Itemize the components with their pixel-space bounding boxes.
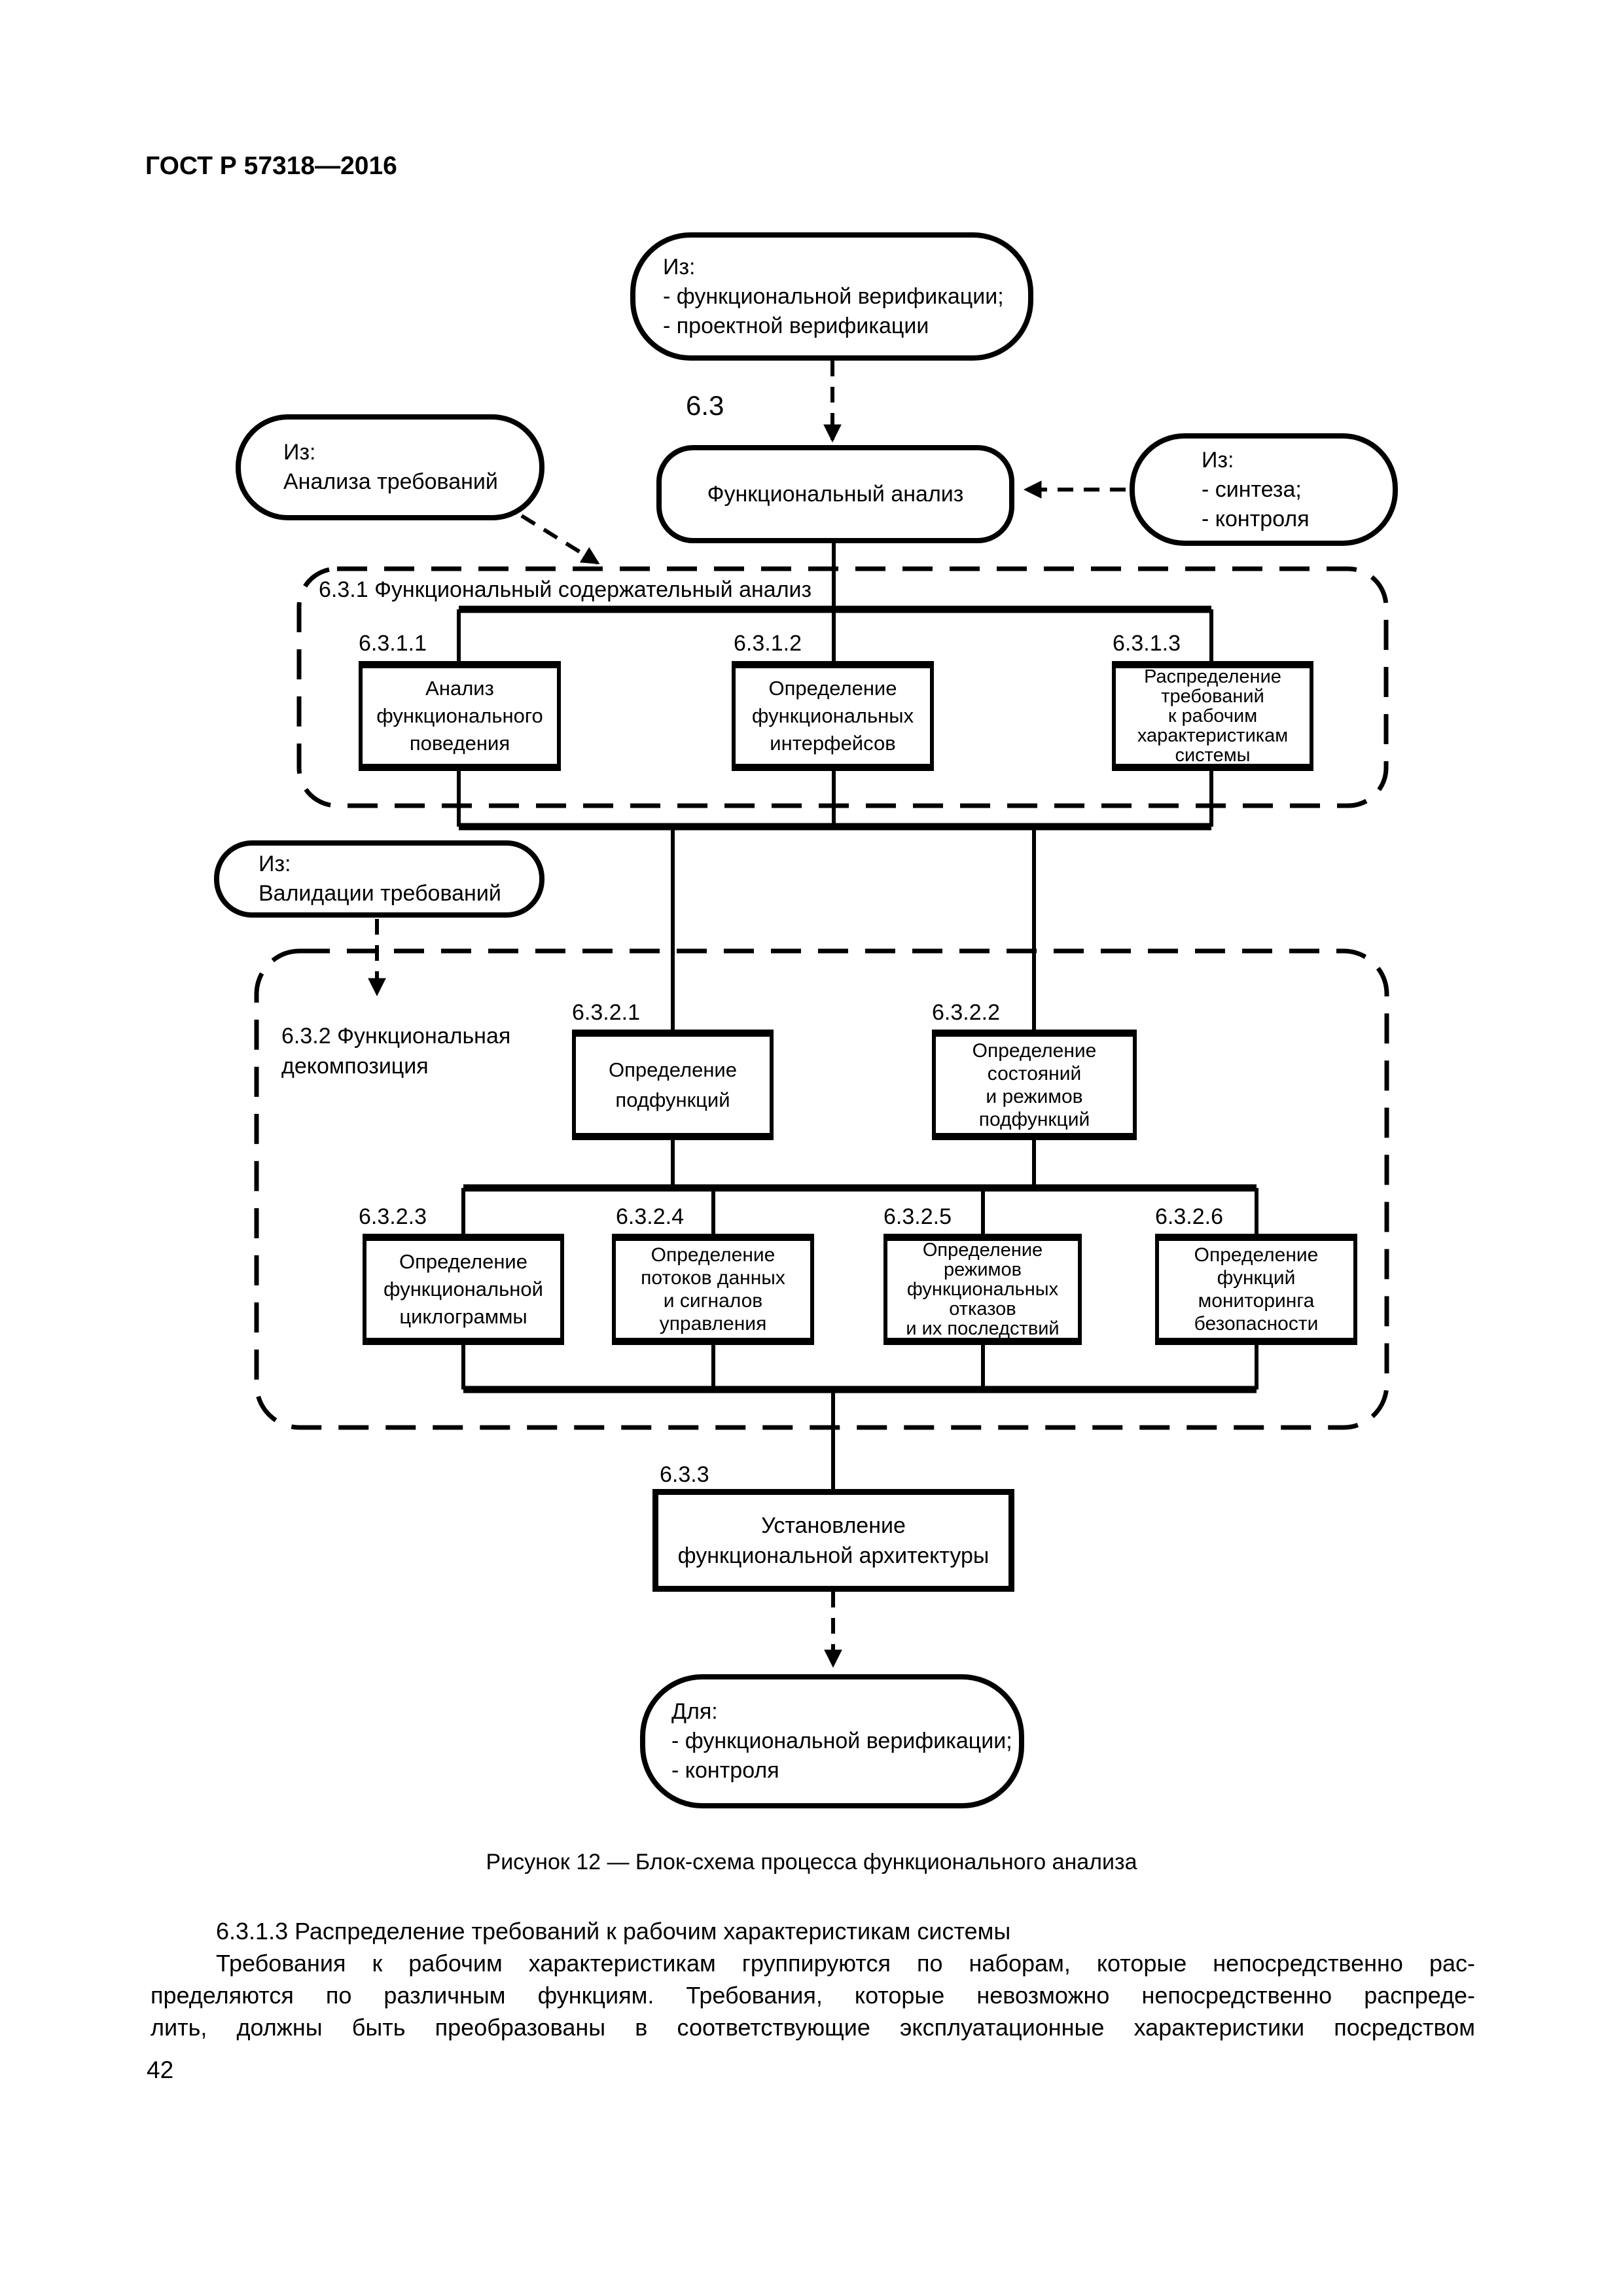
box-functional-cyclogram: Определение функциональной циклограммы	[363, 1234, 564, 1345]
text-line: подфункций	[615, 1088, 730, 1111]
terminal-from-requirements-analysis: Из: Анализа требований	[236, 414, 544, 520]
document-header: ГОСТ Р 57318—2016	[145, 152, 397, 180]
text-line: интерфейсов	[770, 732, 896, 755]
body-line: Требования к рабочим характеристикам гру…	[216, 1950, 1475, 1977]
label-6-3-2-2: 6.3.2.2	[932, 1000, 1000, 1025]
text-line: к рабочим	[1168, 706, 1258, 726]
text-line: Из:	[1202, 447, 1234, 473]
text-line: отказов	[949, 1299, 1016, 1319]
group-632-border	[254, 948, 1389, 1430]
dashed-arrows	[368, 361, 1126, 1668]
text-line: - синтеза;	[1202, 476, 1302, 502]
body-subheading: 6.3.1.3 Распределение требований к рабоч…	[216, 1918, 1011, 1945]
text-line: и их последствий	[906, 1318, 1060, 1339]
label-6-3-2-6: 6.3.2.6	[1155, 1204, 1223, 1229]
page-number: 42	[147, 2056, 174, 2083]
text-line: Распределение	[1144, 666, 1281, 687]
label-6-3-2-3: 6.3.2.3	[359, 1204, 427, 1229]
terminal-to-verification-control: Для: - функциональной верификации; - контр…	[640, 1674, 1024, 1808]
text-line: функциональной архитектуры	[677, 1543, 990, 1568]
text-line: функционального	[376, 704, 543, 727]
box-functional-interfaces: Определение функциональных интерфейсов	[732, 661, 934, 771]
text-line: характеристикам	[1137, 725, 1289, 746]
text-line: Определение	[1194, 1244, 1319, 1266]
group-631-label: 6.3.1 Функциональный содержательный анал…	[319, 577, 812, 602]
text-line: и режимов	[986, 1085, 1083, 1107]
process-functional-analysis: Функциональный анализ	[656, 445, 1014, 543]
text-line: Определение	[651, 1244, 776, 1266]
text-line: Определение	[922, 1240, 1043, 1261]
label-6-3-2-5: 6.3.2.5	[883, 1204, 952, 1229]
text-line: Валидации требований	[259, 881, 501, 906]
text-line: Для:	[671, 1699, 718, 1724]
box-behavior-analysis: Анализ функционального поведения	[359, 661, 561, 771]
label-6-3: 6.3	[686, 390, 724, 421]
text-line: Из:	[259, 852, 291, 876]
text-line: безопасности	[1194, 1313, 1319, 1335]
label-6-3-1-1: 6.3.1.1	[359, 631, 427, 656]
text-line: Из:	[283, 440, 316, 465]
figure-caption: Рисунок 12 — Блок-схема процесса функцио…	[486, 1850, 1137, 1874]
text-line: функциональной	[383, 1278, 543, 1300]
label-6-3-3: 6.3.3	[660, 1462, 709, 1487]
text-line: функций	[1217, 1267, 1296, 1289]
label-6-3-1-3: 6.3.1.3	[1113, 631, 1181, 656]
text-line: Определение	[768, 677, 897, 700]
text-line: - функциональной верификации;	[663, 283, 1004, 309]
text-line: и сигналов	[663, 1290, 763, 1312]
text-line: 6.3.2 Функциональная	[281, 1024, 511, 1049]
text-line: функциональных	[751, 704, 914, 727]
group-632-label: 6.3.2 Функциональная декомпозиция	[281, 1021, 510, 1081]
text-line: Анализ	[425, 677, 494, 700]
text-line: потоков данных	[641, 1267, 785, 1289]
text-line: режимов	[943, 1259, 1022, 1280]
terminal-from-requirements-validation: Из: Валидации требований	[214, 840, 544, 918]
terminal-from-synthesis-control: Из: - синтеза; - контроля	[1130, 433, 1398, 546]
text-line: - функциональной верификации;	[671, 1729, 1012, 1753]
text-line: Определение	[972, 1039, 1097, 1062]
box-functional-architecture: Установление функциональной архитектуры	[652, 1489, 1014, 1592]
text-line: мониторинга	[1198, 1290, 1315, 1312]
box-subfunctions-definition: Определение подфункций	[572, 1030, 774, 1140]
text-line: - контроля	[1202, 506, 1310, 531]
text-line: требований	[1161, 686, 1264, 707]
text-line: системы	[1175, 745, 1251, 766]
terminal-from-verifications: Из: - функциональной верификации; - проект…	[630, 232, 1033, 361]
text-line: - контроля	[671, 1758, 779, 1783]
text-line: состояний	[987, 1062, 1082, 1085]
text-line: Определение	[399, 1250, 527, 1273]
text-line: декомпозиция	[281, 1054, 429, 1079]
group-631-border	[296, 566, 1389, 808]
text-line: управления	[659, 1313, 767, 1335]
text-line: подфункций	[978, 1108, 1090, 1130]
body-line: лить, должны быть преобразованы в соотве…	[151, 2014, 1475, 2041]
text-line: поведения	[409, 732, 510, 755]
text-line: Установление	[761, 1513, 906, 1538]
label-6-3-2-1: 6.3.2.1	[572, 1000, 640, 1025]
body-line: пределяются по различным функциям. Требо…	[151, 1982, 1475, 2009]
text-line: функциональных	[906, 1279, 1059, 1300]
text-line: - проектной верификации	[663, 313, 929, 338]
text-line: Определение	[608, 1058, 737, 1081]
solid-connectors	[457, 542, 1258, 1492]
text-line: циклограммы	[399, 1305, 527, 1328]
body-paragraph: 6.3.1.3 Распределение требований к рабоч…	[151, 1915, 1475, 2043]
label-6-3-2-4: 6.3.2.4	[616, 1204, 684, 1229]
label-6-3-1-2: 6.3.1.2	[734, 631, 802, 656]
text-line: Из:	[663, 254, 696, 279]
text-line: Анализа требований	[283, 469, 498, 494]
